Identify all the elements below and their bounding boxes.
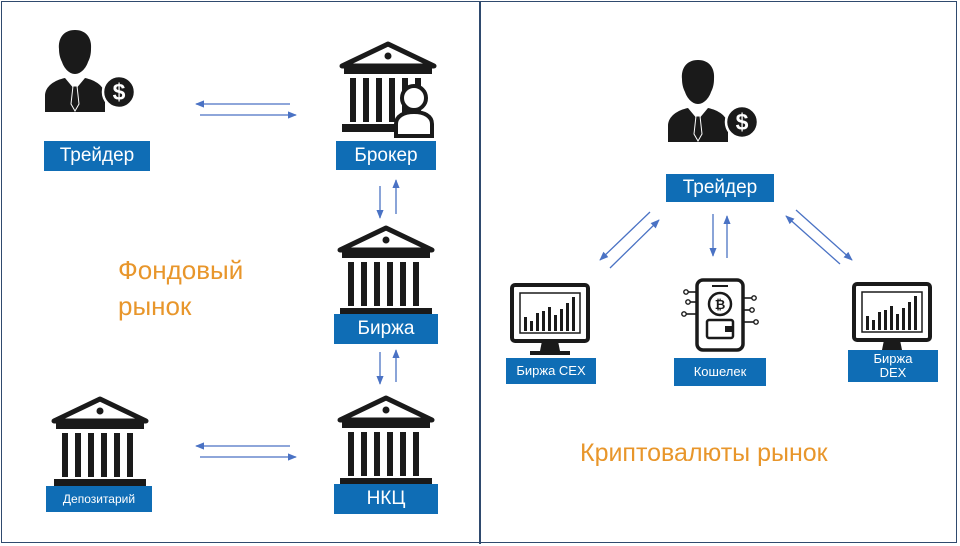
arrows-trader-dex bbox=[785, 209, 853, 265]
bank-person-icon bbox=[342, 44, 434, 138]
trader-dollar-icon bbox=[43, 28, 137, 114]
crypto-wallet-phone-icon: ₿ bbox=[681, 278, 759, 352]
node-exchange-label: Биржа bbox=[334, 314, 438, 344]
node-clearing-label: НКЦ bbox=[334, 484, 438, 514]
arrows-trader-wallet bbox=[709, 214, 731, 258]
crypto-market-title: Криптовалюты рынок bbox=[580, 439, 828, 467]
monitor-chart-icon bbox=[510, 283, 590, 357]
node-dex-label: Биржа DEX bbox=[848, 350, 938, 382]
arrows-trader-broker bbox=[195, 100, 297, 119]
node-trader-label: Трейдер bbox=[44, 141, 150, 171]
arrows-broker-exchange bbox=[376, 179, 400, 219]
node-crypto-trader-label: Трейдер bbox=[666, 174, 774, 202]
trader-dollar-icon bbox=[666, 58, 760, 144]
node-broker-label: Брокер bbox=[336, 141, 436, 170]
stock-market-title-line1: Фондовый bbox=[118, 255, 244, 285]
stock-market-title-line2: рынок bbox=[118, 291, 192, 321]
panel-divider bbox=[479, 2, 481, 544]
arrows-trader-cex bbox=[599, 211, 660, 269]
monitor-chart-icon bbox=[852, 282, 932, 356]
stock-market-title: Фондовый рынок bbox=[118, 252, 243, 324]
bank-icon bbox=[340, 398, 432, 486]
node-cex-label: Биржа CEX bbox=[506, 358, 596, 384]
arrows-exchange-clearing bbox=[376, 349, 400, 385]
svg-text:₿: ₿ bbox=[715, 297, 726, 312]
node-wallet-label: Кошелек bbox=[674, 358, 766, 386]
node-depository-label: Депозитарий bbox=[46, 486, 152, 512]
bank-icon bbox=[340, 228, 432, 316]
bank-icon bbox=[54, 399, 146, 487]
arrows-depository-clearing bbox=[195, 442, 297, 461]
